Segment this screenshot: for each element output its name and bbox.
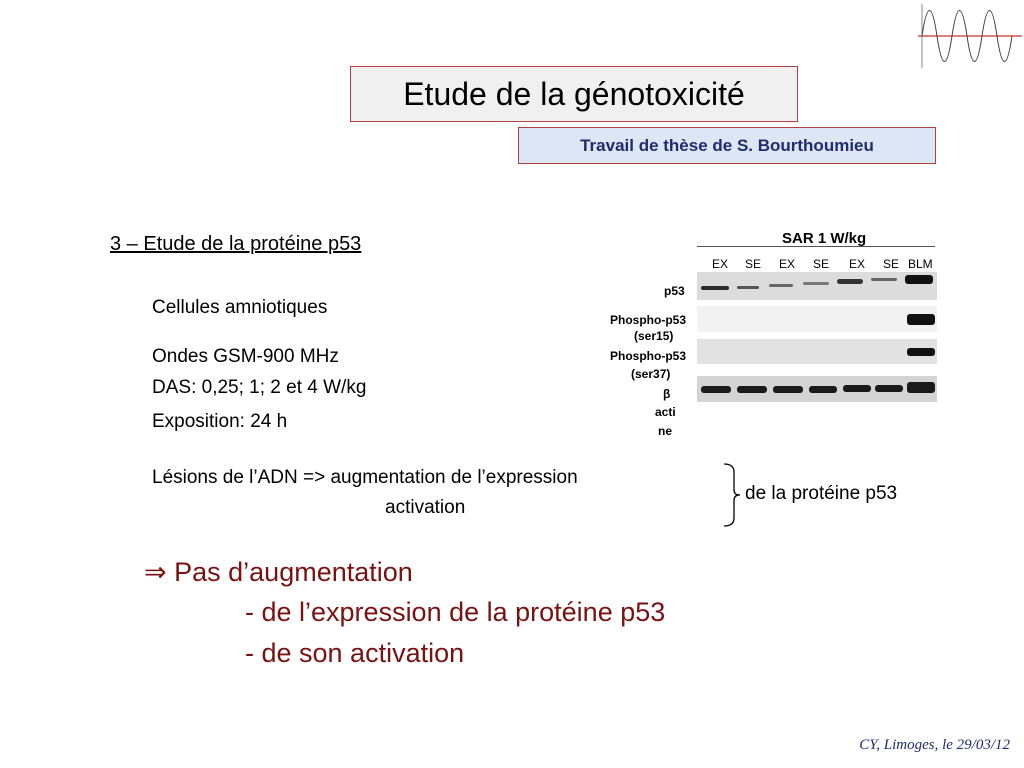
blot-band (837, 279, 863, 284)
lane-label: EX (779, 257, 796, 271)
row-label-phospho-ser37: (ser37) (631, 367, 671, 381)
row-label-phospho-ser15: Phospho-p53 (610, 313, 687, 327)
row-label-phospho-ser15: (ser15) (634, 329, 674, 343)
right-brace-icon (723, 463, 741, 527)
lane-label: BLM (908, 257, 933, 271)
blot-band (843, 385, 871, 392)
slide-subtitle: Travail de thèse de S. Bourthoumieu (518, 127, 936, 164)
blot-band (875, 385, 903, 392)
blot-band (907, 382, 935, 393)
blot-band (701, 286, 729, 290)
blot-band (769, 284, 793, 287)
blot-band (809, 386, 837, 393)
conclusion-point-activation: - de son activation (245, 638, 465, 668)
conclusion-point-expression: - de l’expression de la protéine p53 (245, 597, 666, 627)
protein-p53-line: de la protéine p53 (745, 483, 898, 504)
row-label-actin: acti (655, 405, 676, 419)
lane-label: EX (712, 257, 729, 271)
info-cells: Cellules amniotiques (152, 297, 328, 318)
info-das: DAS: 0,25; 1; 2 et 4 W/kg (152, 377, 367, 398)
blot-strip-actin (697, 376, 937, 402)
row-label-actin: β (663, 387, 671, 401)
info-exposure: Exposition: 24 h (152, 411, 288, 432)
blot-band (803, 282, 829, 285)
blot-divider (697, 246, 935, 247)
blot-band (701, 386, 731, 393)
slide-title: Etude de la génotoxicité (350, 66, 798, 122)
row-label-actin: ne (658, 424, 673, 438)
blot-band (773, 386, 803, 393)
blot-band (737, 286, 759, 289)
blot-band (737, 386, 767, 393)
activation-line: activation (385, 497, 466, 518)
lane-label: SE (745, 257, 762, 271)
blot-band (905, 275, 933, 284)
lesions-line: Lésions de l’ADN => augmentation de l’ex… (152, 467, 578, 488)
blot-strip-phospho-ser15 (697, 306, 937, 332)
blot-band (907, 314, 935, 325)
info-waves: Ondes GSM-900 MHz (152, 346, 339, 367)
blot-band (907, 348, 935, 356)
blot-strip-p53 (697, 272, 937, 300)
row-label-p53: p53 (664, 284, 685, 298)
row-label-phospho-ser37: Phospho-p53 (610, 349, 687, 363)
blot-band (871, 278, 897, 281)
conclusion-heading: ⇒ Pas d’augmentation (144, 557, 413, 587)
blot-strip-phospho-ser37 (697, 339, 937, 364)
blot-title: SAR 1 W/kg (782, 230, 867, 247)
section-title: 3 – Etude de la protéine p53 (110, 233, 362, 255)
waveform-logo-icon (918, 4, 1022, 68)
lane-label: EX (849, 257, 866, 271)
lane-label: SE (883, 257, 900, 271)
lane-label: SE (813, 257, 830, 271)
footer-credit: CY, Limoges, le 29/03/12 (859, 737, 1010, 753)
